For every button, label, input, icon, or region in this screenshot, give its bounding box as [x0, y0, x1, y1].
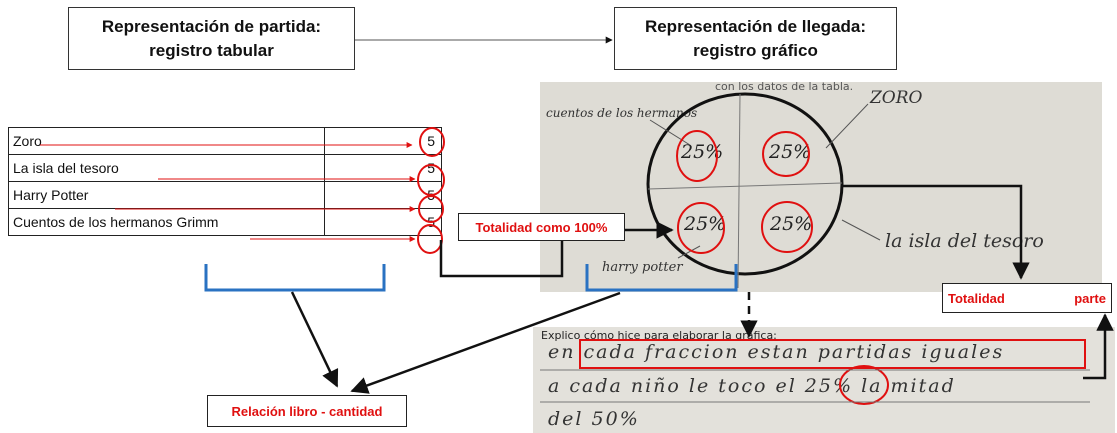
blue-bracket-photo	[585, 264, 738, 292]
table-bracket-to-relacion	[290, 291, 339, 388]
slice-label-zoro: ZORO	[870, 88, 923, 108]
totalidad-100-label: Totalidad como 100%	[475, 219, 608, 235]
totalidad-100-box: Totalidad como 100%	[458, 213, 625, 241]
pointer-harry	[677, 245, 701, 259]
slice-pct-grimm: 25%	[681, 141, 724, 163]
explanation-highlight-box	[579, 339, 1086, 369]
explanation-to-parte-connector	[1083, 313, 1114, 380]
pie-circle	[646, 92, 844, 276]
pointer-zoro	[825, 103, 869, 149]
pct-circle-zoro	[762, 131, 810, 177]
photo-bracket-to-relacion	[350, 291, 621, 394]
pointer-grimm	[649, 119, 691, 146]
explanation-photo	[533, 327, 1115, 433]
source-box-line1: Representación de partida:	[101, 16, 322, 36]
book-name: La isla del tesoro	[8, 154, 325, 182]
table-row: Zoro 5	[8, 127, 442, 155]
slice-pct-isla: 25%	[770, 213, 813, 235]
value-circle-1	[419, 127, 445, 157]
target-representation-box: Representación de llegada: registro gráf…	[614, 7, 897, 70]
pie-divider-h	[647, 182, 843, 190]
slice-pct-harry: 25%	[684, 213, 727, 235]
relacion-label: Relación libro - cantidad	[231, 403, 383, 419]
explanation-line3: del 50%	[548, 408, 640, 430]
table-row: Harry Potter 5	[8, 181, 442, 209]
value-circle-3	[418, 195, 444, 223]
parte-label: parte	[1074, 290, 1106, 306]
totalidad-label: Totalidad	[948, 290, 1005, 306]
totalidad-parte-box: Totalidad parte	[942, 283, 1112, 313]
explanation-line1: en cada fraccion estan partidas iguales	[548, 341, 1005, 363]
photo-top-text: con los datos de la tabla.	[715, 80, 854, 93]
table-row: La isla del tesoro 5	[8, 154, 442, 182]
relacion-box: Relación libro - cantidad	[207, 395, 407, 427]
slice-label-harry: harry potter	[602, 260, 683, 275]
slice-label-isla: la isla del tesoro	[885, 230, 1044, 252]
target-box-line2: registro gráfico	[693, 40, 818, 60]
book-value: 5	[324, 181, 442, 209]
pie-to-parte-connector	[842, 184, 1030, 280]
source-box-line2: registro tabular	[149, 40, 274, 60]
source-representation-box: Representación de partida: registro tabu…	[68, 7, 355, 70]
blue-bracket-table	[204, 264, 386, 292]
explanation-prompt: Explico cómo hice para elaborar la gráfi…	[541, 329, 777, 342]
explanation-line2: a cada niño le toco el 25% la mitad	[548, 375, 956, 397]
book-table: Zoro 5 La isla del tesoro 5 Harry Potter…	[8, 127, 442, 236]
value-circle-2	[417, 164, 445, 196]
explanation-pct-circle	[839, 365, 889, 405]
target-box-line1: Representación de llegada:	[644, 16, 867, 36]
pct-circle-isla	[761, 201, 813, 253]
book-name: Harry Potter	[8, 181, 325, 209]
pie-divider-v	[737, 93, 741, 289]
pct-circle-harry	[677, 202, 725, 254]
pct-circle-grimm	[676, 130, 718, 182]
slice-pct-zoro: 25%	[769, 141, 812, 163]
pointer-isla	[841, 219, 881, 241]
slice-label-grimm: cuentos de los hermanos	[546, 106, 698, 120]
value-circle-4	[417, 224, 443, 254]
